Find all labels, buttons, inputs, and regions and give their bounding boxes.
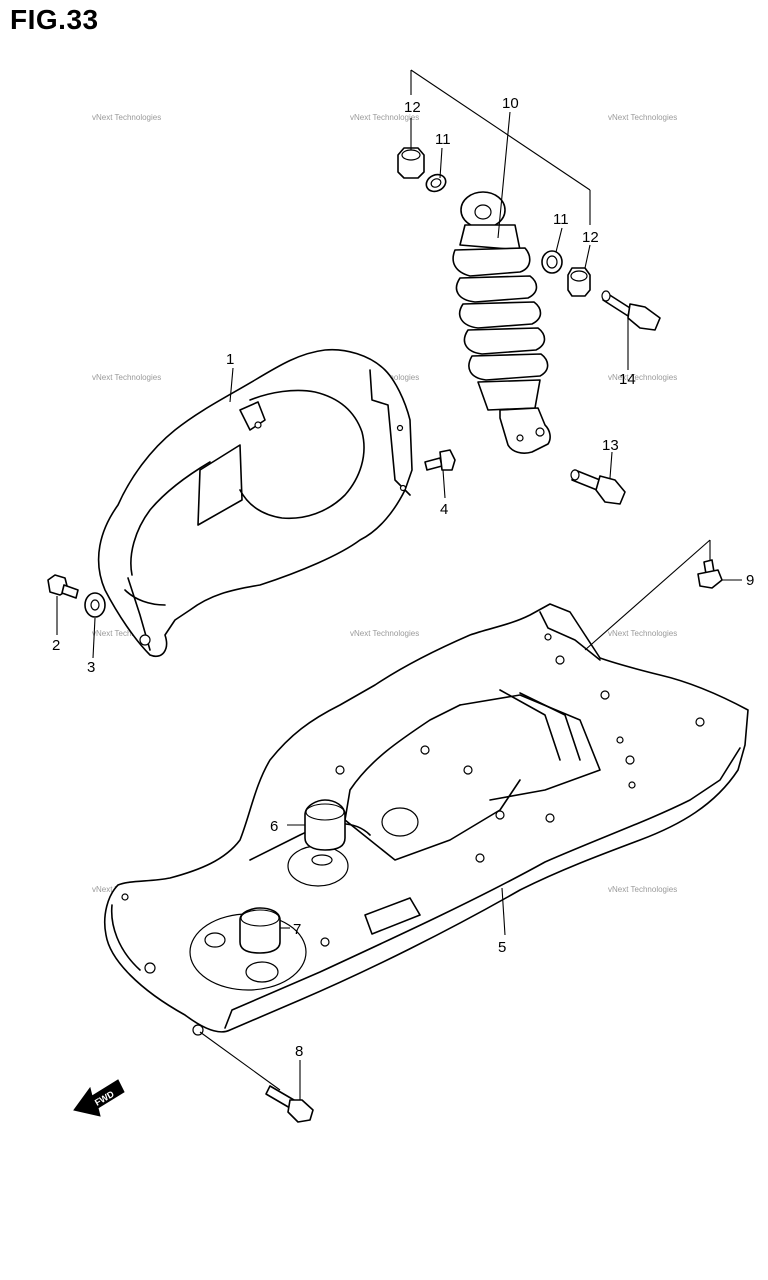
watermark: vNext Technologies	[608, 113, 677, 122]
watermark: vNext Technologies	[92, 373, 161, 382]
callout-7: 7	[293, 921, 301, 938]
figure-title: FIG.33	[10, 4, 99, 35]
callout-12-lower: 12	[582, 229, 599, 246]
callouts: 12 11 10 11 12 14 13 4 1 2 3 9 6 7 5 8	[52, 95, 754, 1060]
cover-washer	[84, 592, 106, 618]
washer-lower	[541, 250, 563, 274]
under-guard-plate	[103, 603, 749, 1036]
watermark: vNext Technologies	[92, 629, 161, 638]
watermark: vNext Technologies	[608, 629, 677, 638]
watermark: vNext Technologies	[608, 885, 677, 894]
callout-6: 6	[270, 818, 278, 835]
swingarm-cover	[97, 348, 413, 657]
shock-lower-bolt	[570, 469, 626, 505]
watermark: vNext Technologies	[350, 629, 419, 638]
callout-2: 2	[52, 637, 60, 654]
rubber-damper-lower	[239, 907, 281, 954]
cover-bolt	[424, 449, 456, 471]
callout-10: 10	[502, 95, 519, 112]
callout-14: 14	[619, 371, 636, 388]
forward-direction-arrow: FWD	[73, 1079, 125, 1117]
rubber-damper-upper	[304, 799, 346, 866]
watermark: vNext Technologies	[608, 373, 677, 382]
callout-11-lower: 11	[553, 211, 569, 228]
shock-upper-bolt	[601, 290, 661, 331]
callout-13: 13	[602, 437, 619, 454]
callout-3: 3	[87, 659, 95, 676]
cover-mounting-bolt	[47, 574, 79, 599]
callout-1: 1	[226, 351, 234, 368]
collar-nut-upper	[397, 147, 425, 179]
callout-11-upper: 11	[435, 131, 451, 148]
callout-5: 5	[498, 939, 506, 956]
guard-bolt	[697, 559, 723, 589]
callout-8: 8	[295, 1043, 303, 1060]
guard-front-bolt	[265, 1085, 314, 1123]
washer-upper	[425, 173, 447, 193]
collar-nut-lower	[567, 267, 591, 297]
callout-12-upper: 12	[404, 99, 421, 116]
watermark: vNext Technologies	[92, 113, 161, 122]
watermark: vNext Technologies	[350, 113, 419, 122]
callout-4: 4	[440, 501, 448, 518]
group-bracket	[410, 69, 591, 225]
leader-lines	[56, 111, 742, 1100]
callout-9: 9	[746, 572, 754, 589]
rear-shock-absorber	[452, 191, 551, 454]
